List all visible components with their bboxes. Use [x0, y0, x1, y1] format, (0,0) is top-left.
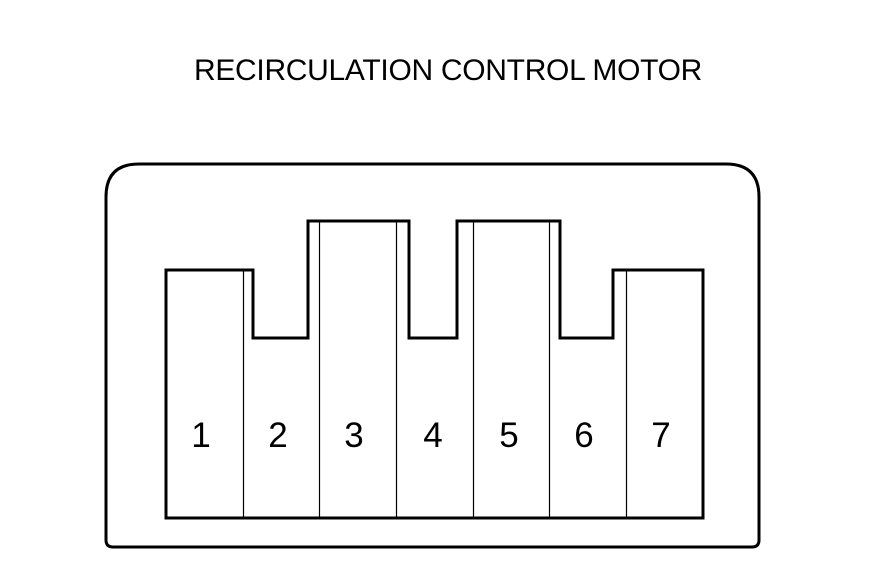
pin-label-7: 7	[651, 416, 670, 455]
pin-label-1: 1	[191, 416, 210, 455]
pin-housing-outline	[164, 219, 705, 520]
pin-label-6: 6	[574, 416, 593, 455]
pin-label-4: 4	[423, 416, 442, 455]
pin-label-3: 3	[344, 416, 363, 455]
pin-label-5: 5	[499, 416, 518, 455]
pin-label-2: 2	[268, 416, 287, 455]
connector-outline	[104, 162, 761, 549]
diagram-title: RECIRCULATION CONTROL MOTOR	[193, 54, 703, 87]
